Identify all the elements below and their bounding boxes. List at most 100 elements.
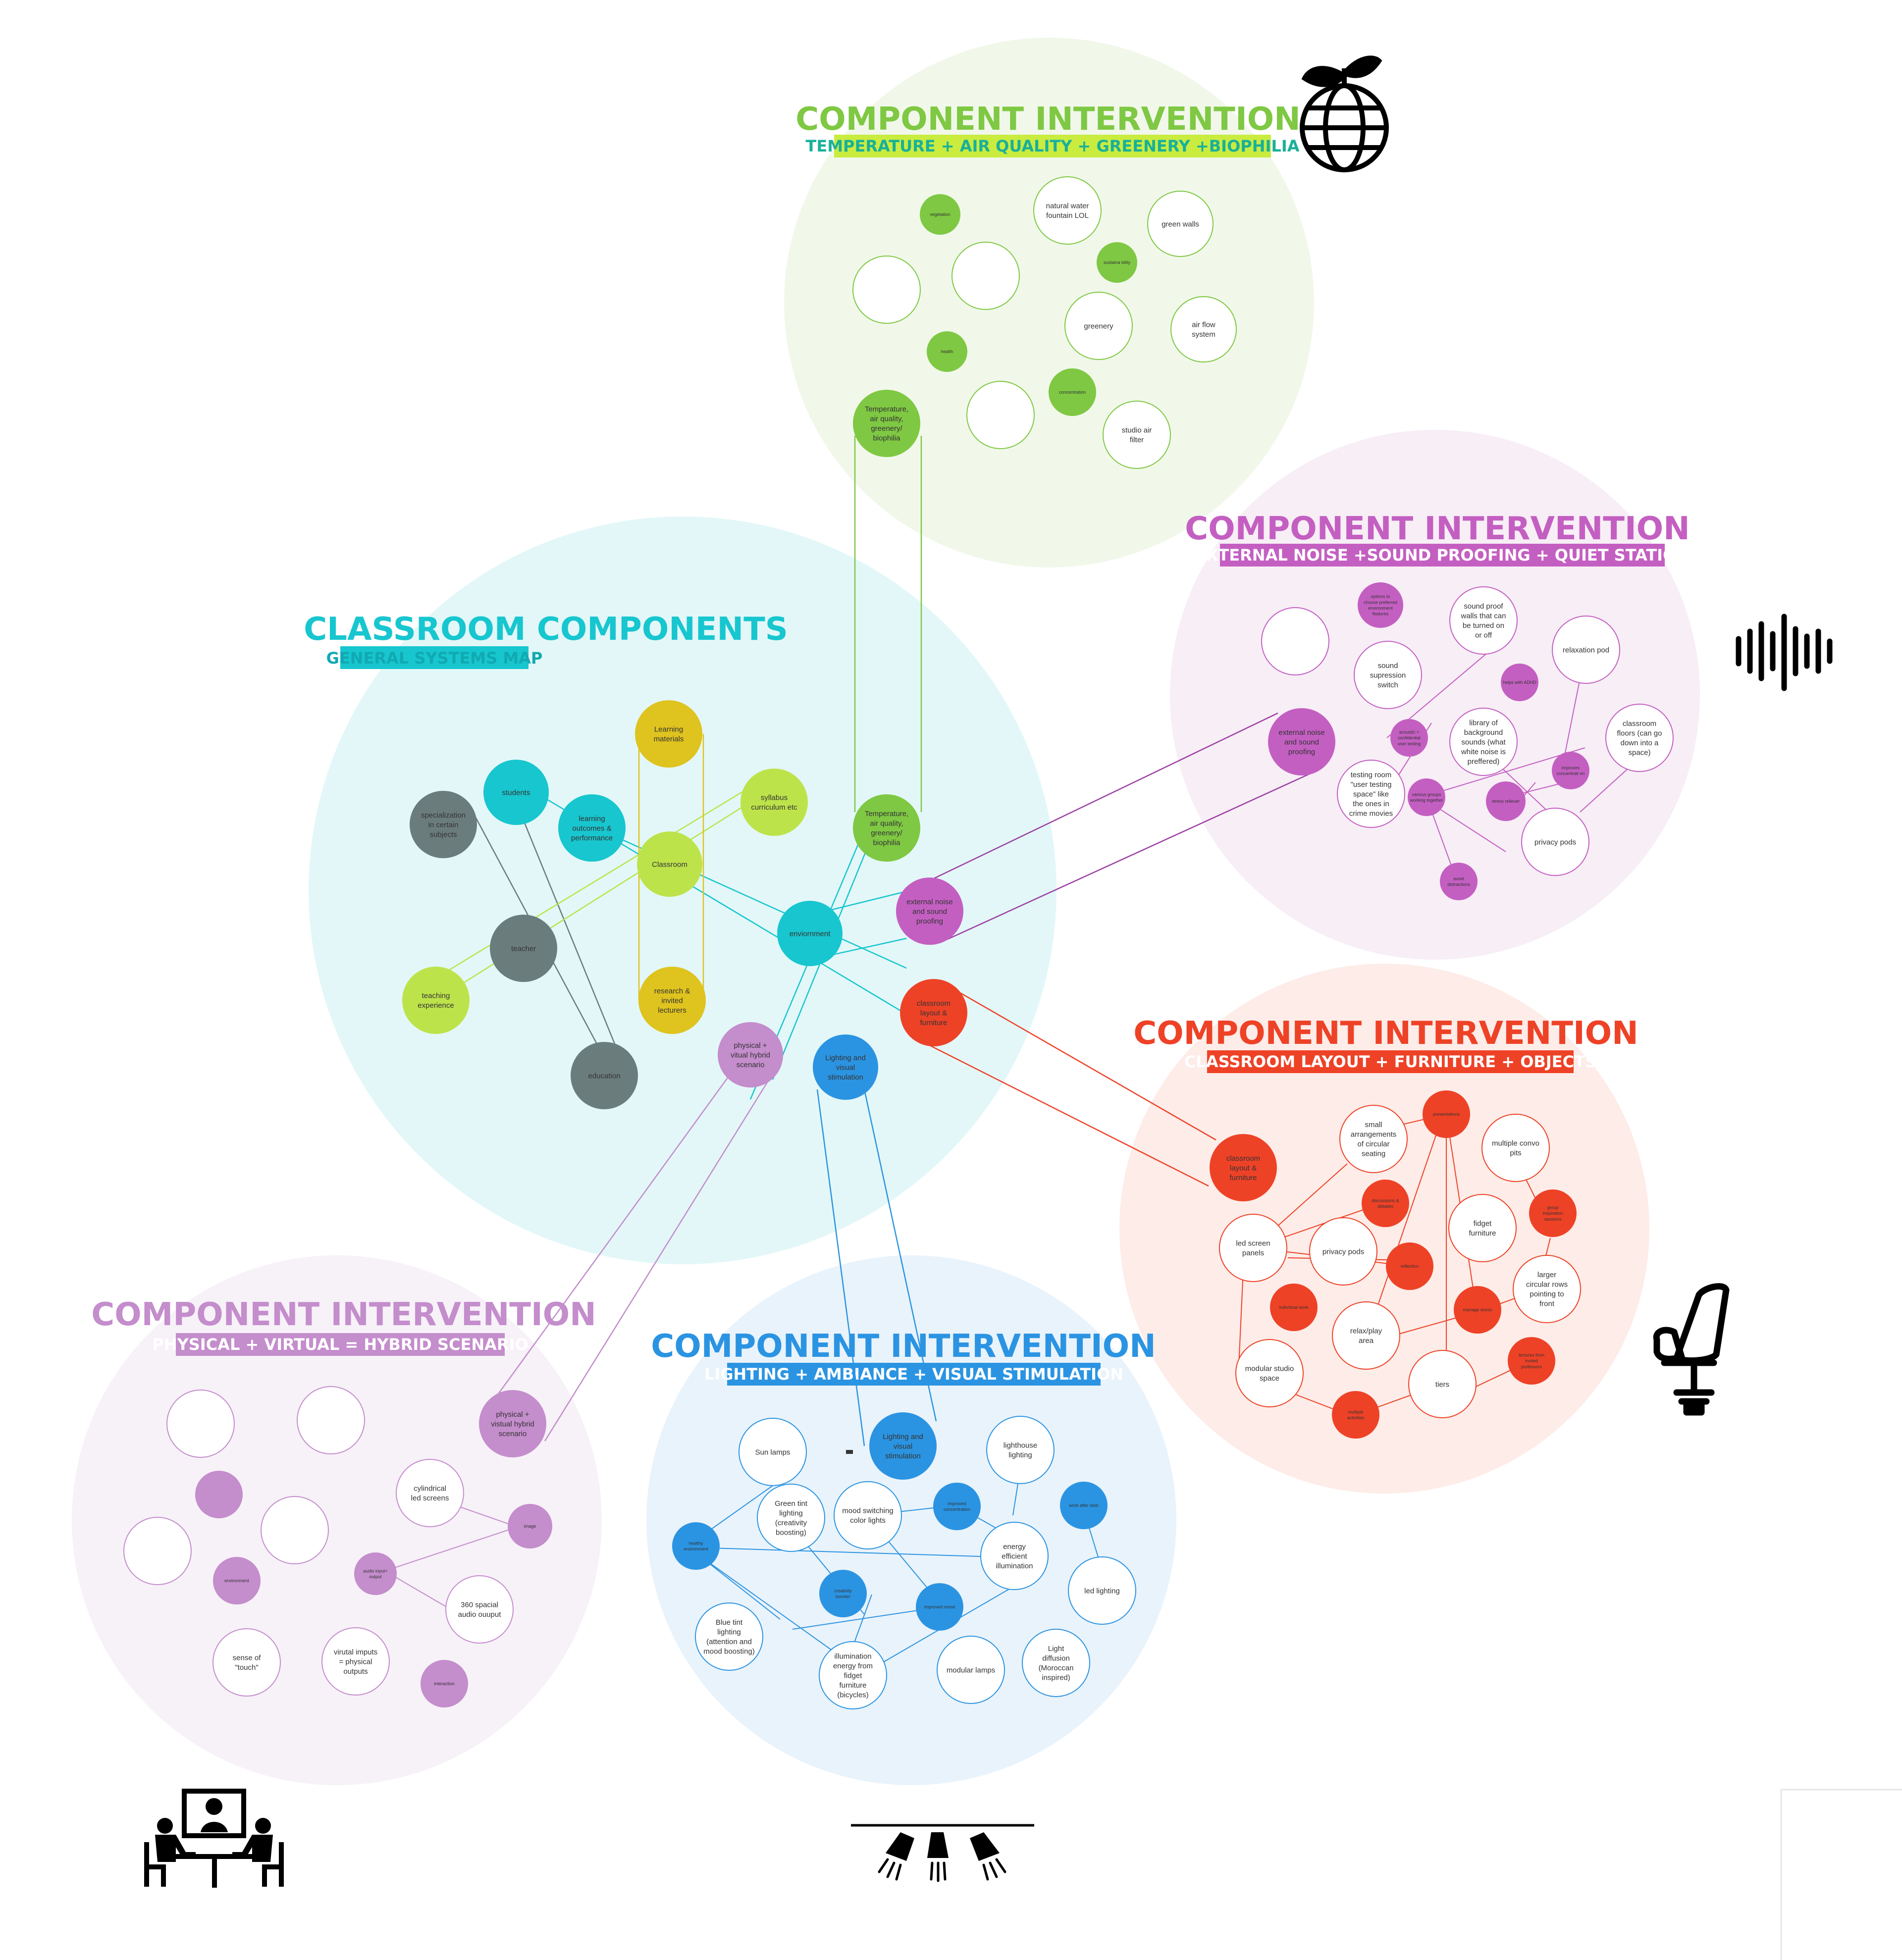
node-circle — [937, 1636, 1005, 1704]
node-circle — [1362, 1180, 1409, 1227]
node-circle — [1390, 719, 1428, 757]
link-hybrid — [492, 1077, 729, 1402]
green-node-sustainability: sustaina bility — [1097, 242, 1137, 283]
green-node-e1 — [852, 256, 921, 324]
node-circle — [1170, 296, 1237, 362]
globe-plant-icon — [1300, 55, 1389, 172]
node-label: individual work — [1279, 1305, 1309, 1310]
node-circle — [900, 979, 967, 1046]
layout-node-privacy-l: privacy pods — [1309, 1217, 1377, 1286]
node-circle — [1454, 1286, 1501, 1334]
link-layout — [955, 989, 1216, 1141]
lighting-node-work-after: work after dark — [1060, 1482, 1108, 1529]
cluster-hybrid-title: COMPONENT INTERVENTION PHYSICAL + VIRTUA… — [91, 1296, 596, 1356]
node-circle — [853, 390, 920, 457]
hybrid-node-h-e4 — [123, 1517, 192, 1585]
lighting-subtitle-bg — [727, 1363, 1101, 1386]
node-circle — [490, 915, 557, 982]
cluster-noise — [1170, 430, 1700, 960]
cluster-lighting-title: COMPONENT INTERVENTION LIGHTING + AMBIAN… — [651, 1328, 1156, 1386]
node-circle — [123, 1517, 192, 1585]
node-circle — [1339, 1105, 1408, 1173]
node-circle — [1481, 1114, 1550, 1182]
node-circle — [1552, 752, 1589, 789]
link-line — [1367, 1134, 1437, 1338]
node-circle — [213, 1557, 261, 1604]
classroom-node-temp-c: Temperature,air quality,greenery/biophil… — [853, 794, 920, 862]
node-circle — [672, 1522, 720, 1570]
node-label: health — [941, 349, 953, 354]
layout-subtitle-bg — [1207, 1050, 1574, 1073]
classroom-node-teacher: teacher — [490, 915, 557, 982]
node-circle — [853, 794, 920, 862]
node-circle — [1513, 1255, 1581, 1323]
node-circle — [212, 1628, 281, 1697]
node-label: stress reliever — [1492, 799, 1520, 804]
lighting-node-led-lighting: led lighting — [1068, 1556, 1136, 1625]
noise-node-adhd: helps with ADHD — [1501, 664, 1538, 701]
node-circle — [1508, 1337, 1555, 1385]
hybrid-node-image: image — [508, 1504, 552, 1548]
node-circle — [896, 877, 963, 945]
node-circle — [637, 831, 702, 897]
node-circle — [1022, 1629, 1090, 1697]
node-circle — [1060, 1482, 1108, 1529]
node-circle — [951, 242, 1020, 310]
hybrid-node-h-p1 — [195, 1471, 243, 1518]
node-circle — [297, 1386, 365, 1454]
node-circle — [483, 760, 549, 825]
link-line — [1580, 762, 1635, 813]
green-node-e2 — [951, 242, 1020, 310]
link-lighting — [816, 1089, 865, 1446]
noise-subtitle: EXTERNAL NOISE +SOUND PROOFING + QUIET S… — [1195, 546, 1690, 565]
node-circle — [927, 331, 967, 372]
link-line — [435, 796, 758, 1001]
classroom-node-students: students — [483, 760, 549, 825]
layout-node-presentations: presentations — [1423, 1090, 1470, 1138]
node-circle — [1501, 664, 1538, 701]
link-line — [515, 802, 620, 1055]
node-circle — [757, 1484, 825, 1552]
link-noise — [946, 772, 1313, 941]
classroom-subtitle: GENERAL SYSTEMS MAP — [326, 649, 543, 668]
node-label: reflection — [1401, 1264, 1419, 1269]
hybrid-node-touch: sense of"touch" — [212, 1628, 281, 1697]
node-circle — [819, 1570, 867, 1617]
layout-node-manage: manage stress — [1454, 1286, 1501, 1334]
node-circle — [695, 1602, 763, 1671]
node-circle — [1210, 1134, 1277, 1201]
hybrid-node-h-e2 — [297, 1386, 365, 1454]
